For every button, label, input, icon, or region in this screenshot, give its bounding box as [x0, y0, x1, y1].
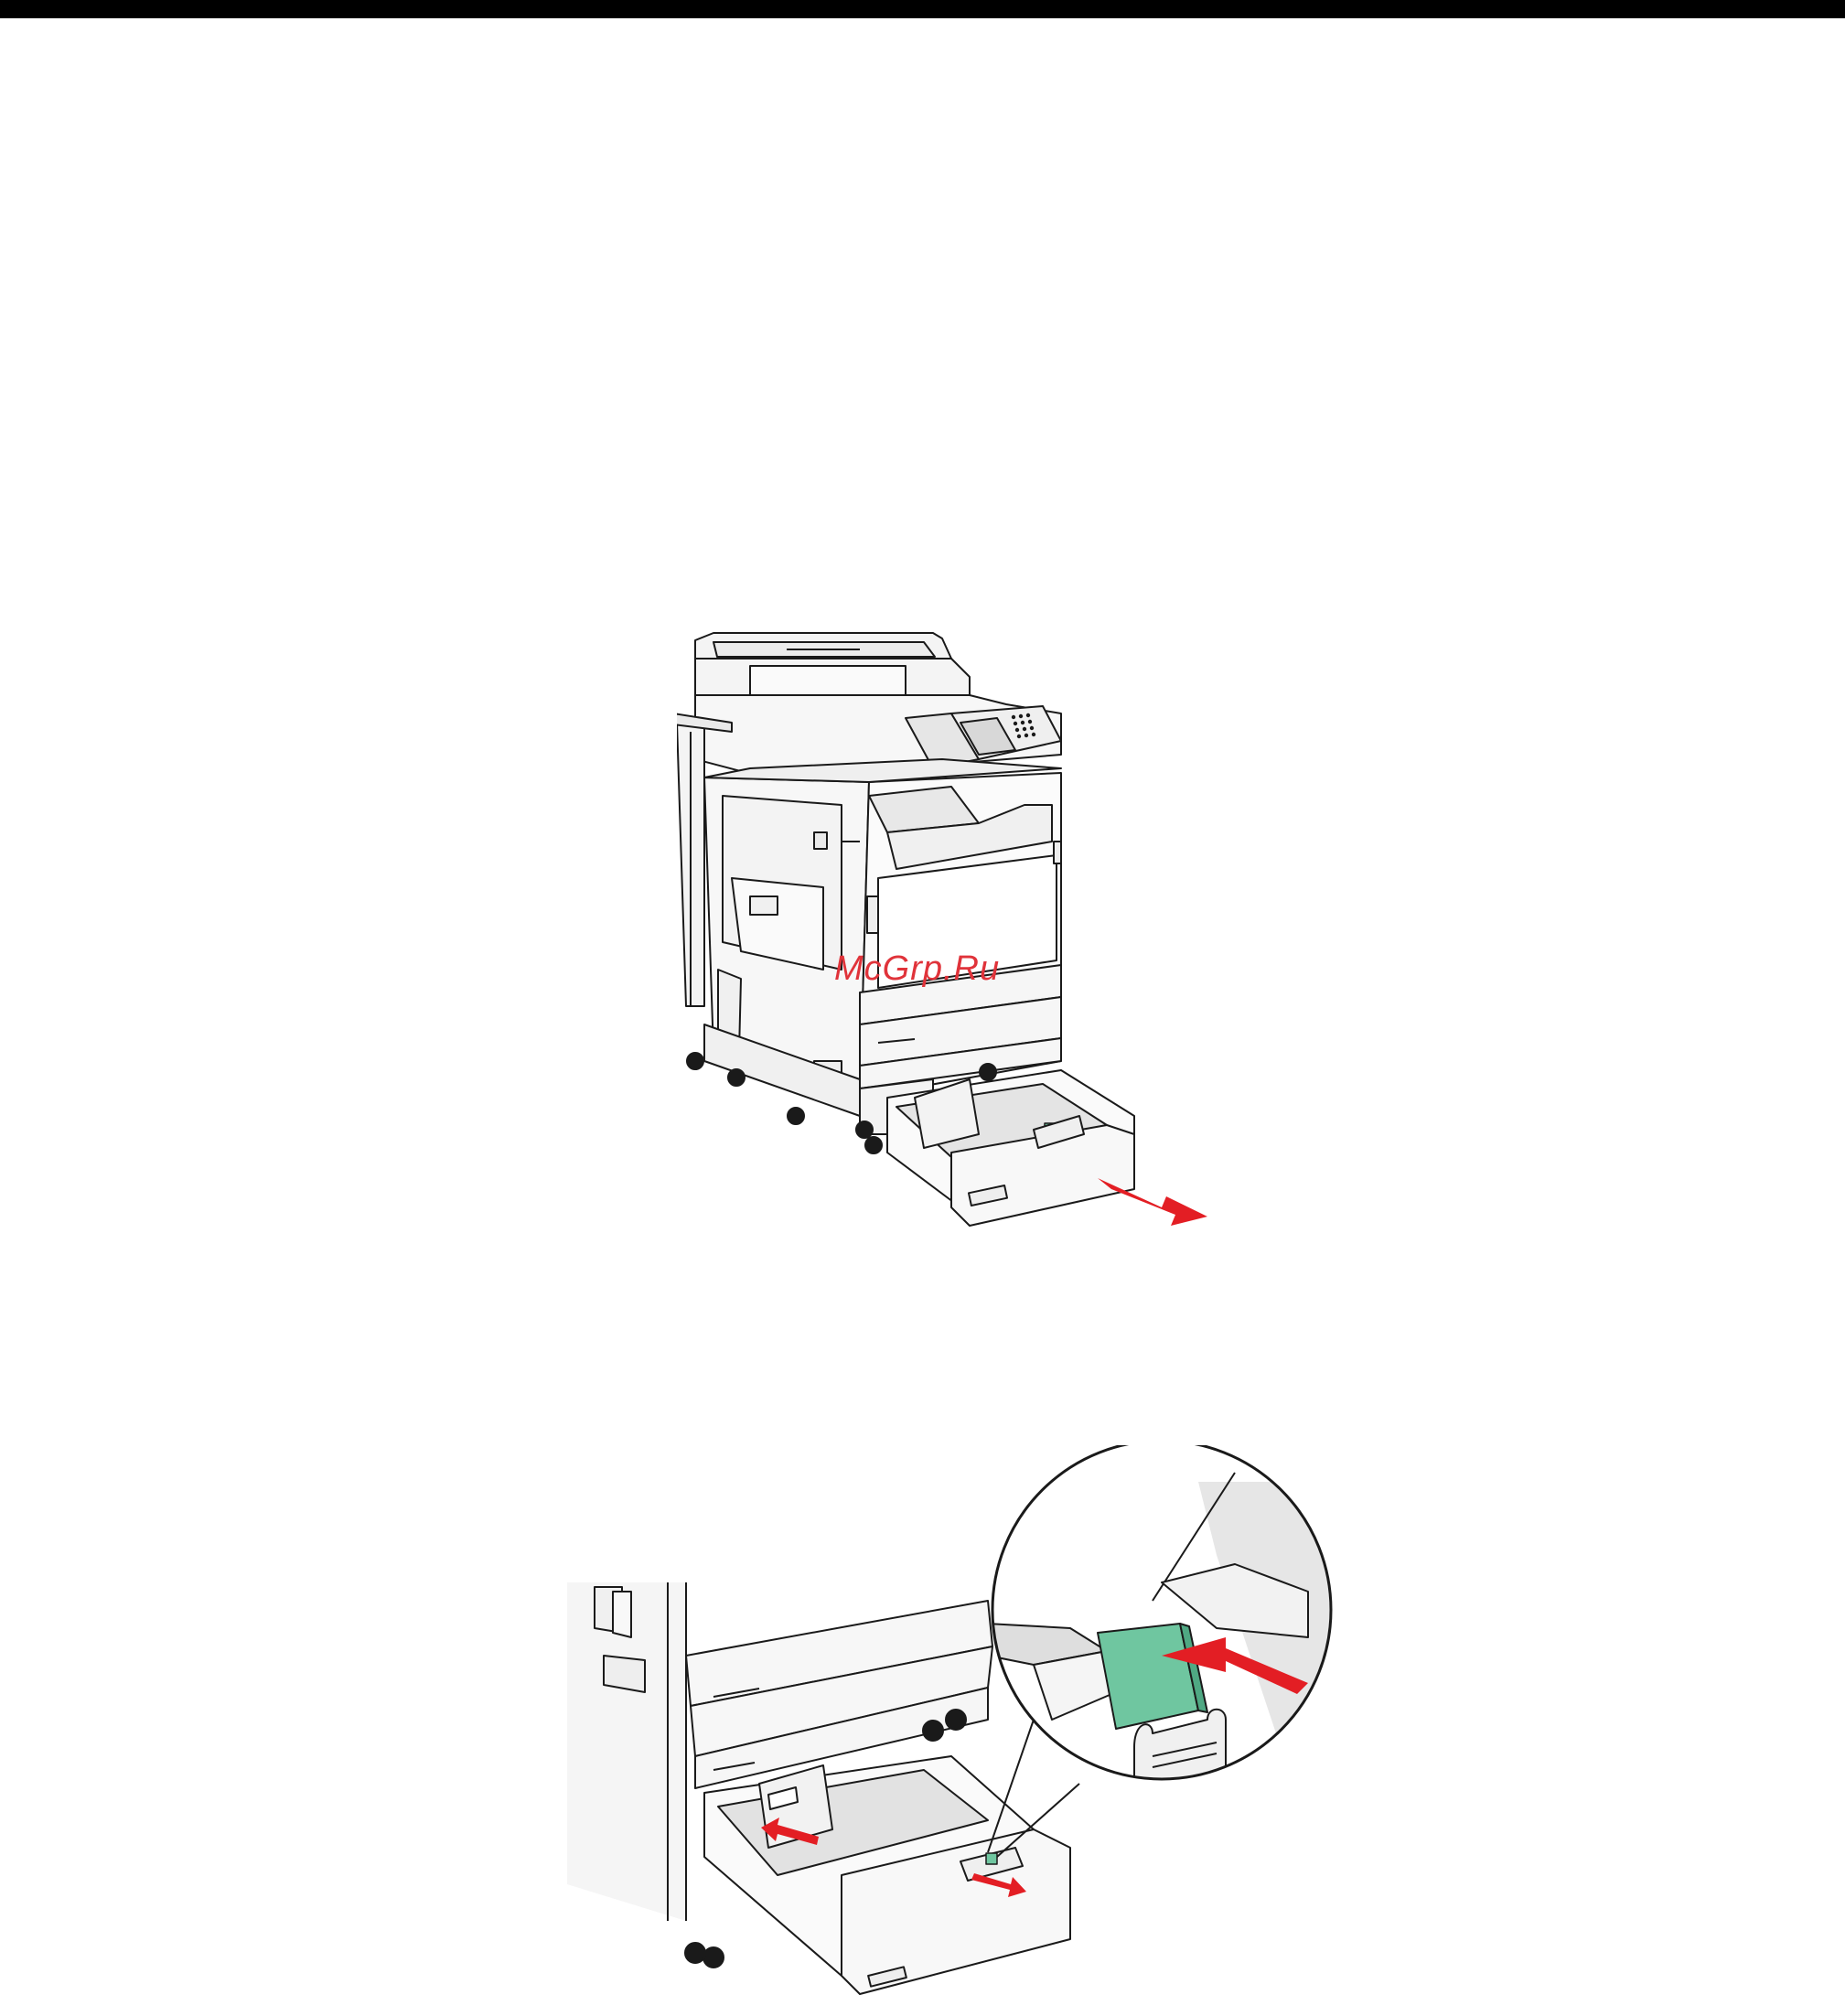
tray-guide-adjust-illustration: [558, 1445, 1381, 2012]
header-rule: [0, 0, 1845, 18]
watermark-text: McGrp.Ru: [834, 949, 1000, 989]
